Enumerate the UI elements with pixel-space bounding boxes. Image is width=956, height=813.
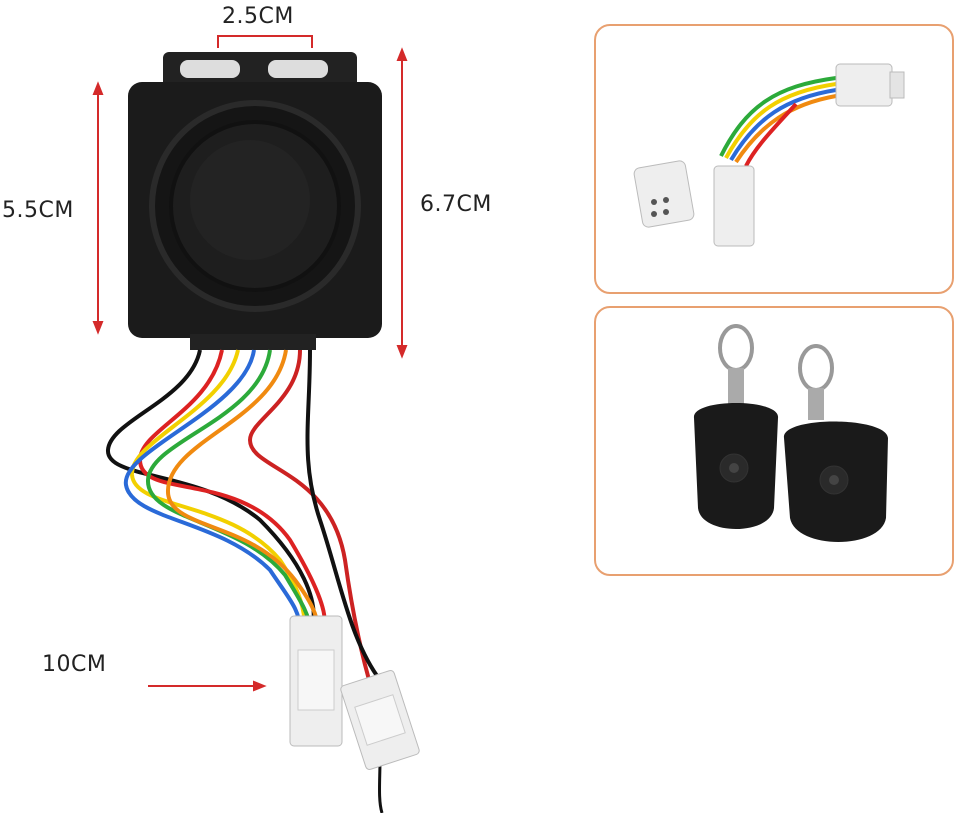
alarm-unit xyxy=(128,52,382,350)
height-left-dimension-label: 5.5CM xyxy=(2,198,74,223)
width-dimension-label: 2.5CM xyxy=(222,4,294,29)
secondary-connector xyxy=(340,670,420,770)
harness-image xyxy=(633,63,905,247)
remote-fob-right xyxy=(783,344,888,542)
connector-harness-panel xyxy=(594,24,954,294)
height-right-dimension-label: 6.7CM xyxy=(420,192,492,217)
cable-arrow xyxy=(148,680,267,692)
remote-fobs-image xyxy=(693,324,888,542)
cable-length-label: 10CM xyxy=(42,652,107,677)
width-bracket xyxy=(217,35,313,48)
height-arrow-right xyxy=(396,47,408,359)
wire-bundle xyxy=(105,349,384,813)
main-connector xyxy=(289,615,343,747)
remote-fob-left xyxy=(693,324,779,529)
remote-controls-panel xyxy=(594,306,954,576)
height-arrow-left xyxy=(92,81,104,335)
